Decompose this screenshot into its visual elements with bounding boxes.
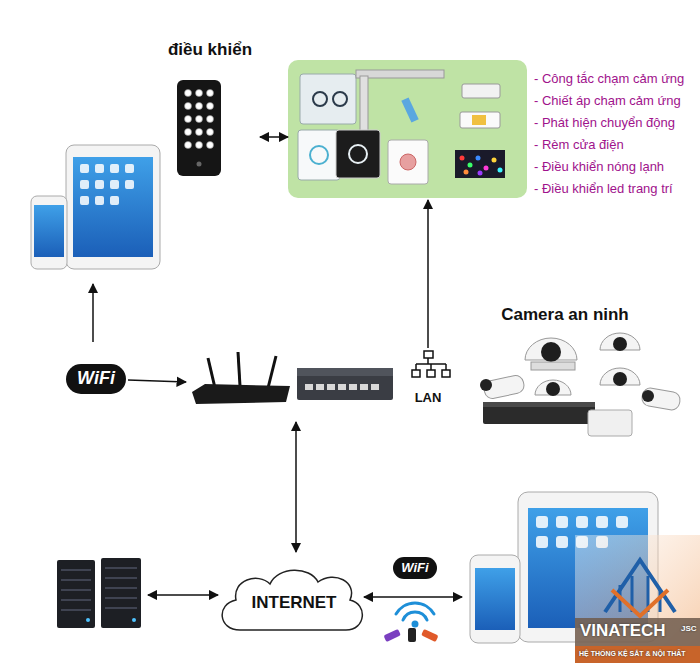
node-label: LAN xyxy=(415,390,442,406)
internet-cloud xyxy=(222,570,462,630)
network-hardware xyxy=(128,352,393,552)
list-item: - Công tắc chạm cảm ứng xyxy=(534,68,684,90)
watermark-text: JSC xyxy=(681,624,697,633)
smart-device-panel xyxy=(288,60,527,198)
lan-node: LAN xyxy=(405,348,451,406)
camera-node: Camera an ninh xyxy=(490,302,640,328)
watermark-text: VINATECH xyxy=(580,621,666,641)
list-item: - Rèm cửa điện xyxy=(534,134,684,156)
connector-arrow xyxy=(260,136,288,138)
lan-symbol xyxy=(412,351,450,377)
servers xyxy=(57,558,218,628)
node-label: WiFi xyxy=(77,368,115,390)
usb-modems xyxy=(383,628,438,642)
list-item: - Điều khiển nóng lạnh xyxy=(534,156,684,178)
device-list-node: - Công tắc chạm cảm ứng- Chiết áp chạm c… xyxy=(288,60,695,200)
mobile-devices xyxy=(31,145,160,342)
wireless-signal xyxy=(396,603,434,626)
list-item: - Chiết áp chạm cảm ứng xyxy=(534,90,684,112)
watermark-logo xyxy=(575,535,700,663)
node-label: WiFi xyxy=(401,560,428,576)
node-label: điều khiển xyxy=(168,40,252,60)
wifi-badge: WiFi xyxy=(66,364,126,394)
list-item: - Phát hiện chuyển động xyxy=(534,112,684,134)
watermark-text: HỆ THỐNG KỆ SẮT & NỘI THẤT xyxy=(579,650,686,657)
item-list: - Công tắc chạm cảm ứng- Chiết áp chạm c… xyxy=(534,68,684,200)
wifi-badge: WiFi xyxy=(393,557,437,579)
connector-arrow xyxy=(427,200,429,348)
security-cameras xyxy=(480,333,681,436)
remote-node: điều khiển xyxy=(160,40,260,180)
node-label: Camera an ninh xyxy=(501,305,629,325)
list-item: - Điều khiển led trang trí xyxy=(534,178,684,200)
node-label: INTERNET xyxy=(252,593,337,613)
remote-control xyxy=(177,80,221,176)
internet-node: INTERNET xyxy=(240,589,348,617)
